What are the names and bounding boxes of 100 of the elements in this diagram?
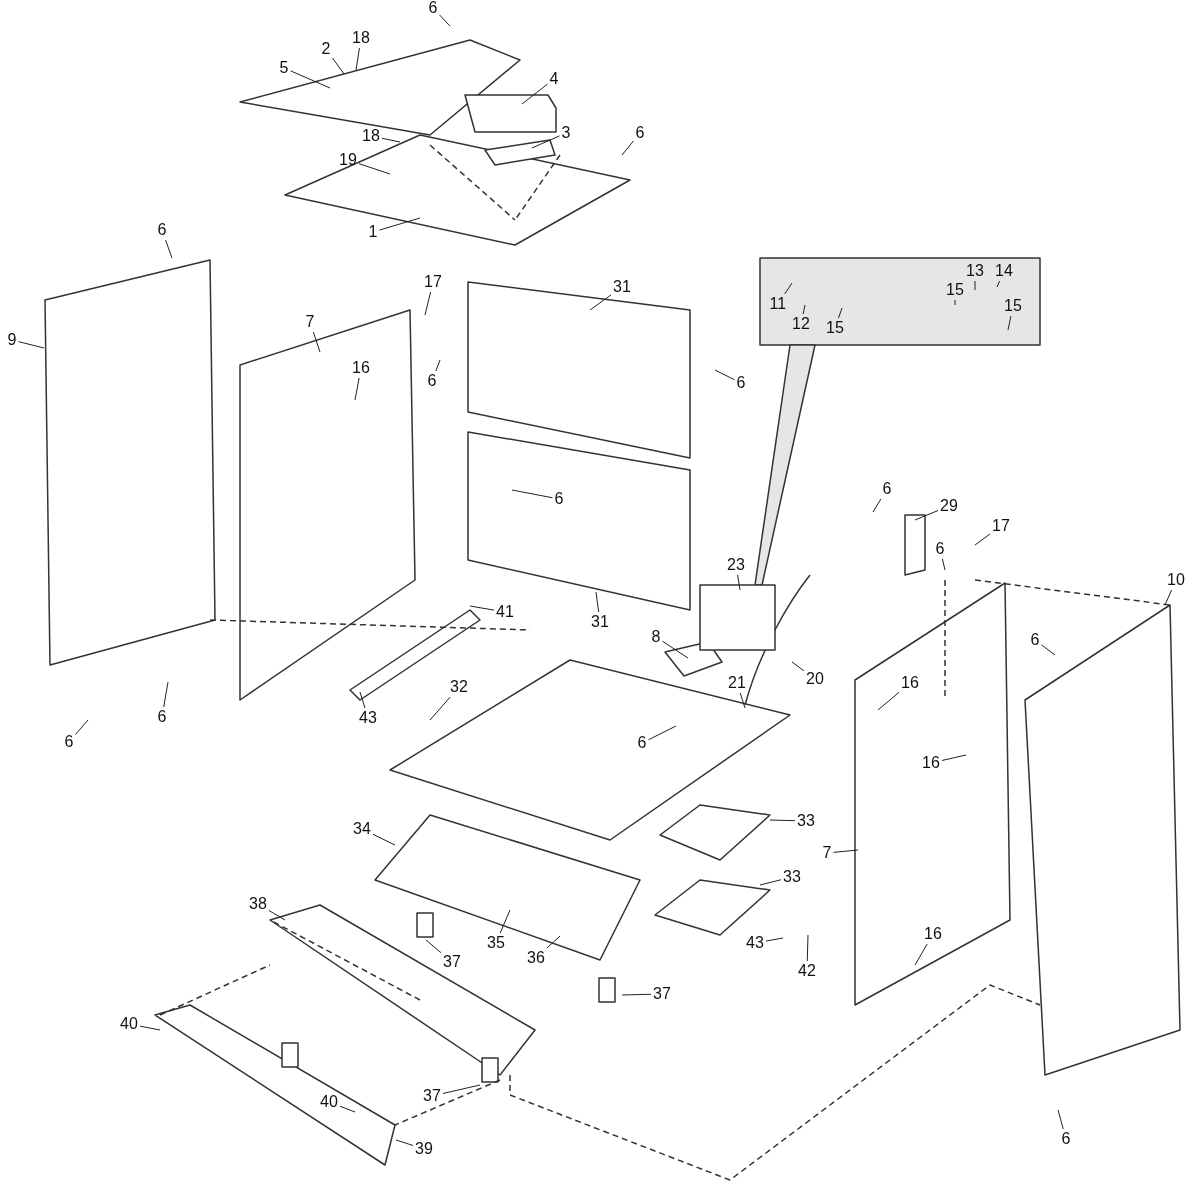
- leader-line: [521, 83, 548, 105]
- leader-line: [163, 681, 169, 708]
- leader-line: [395, 1139, 414, 1146]
- leader-line: [784, 282, 793, 295]
- callout-number: 21: [727, 674, 747, 692]
- leader-line: [1057, 1109, 1064, 1130]
- callout-number: 31: [612, 278, 632, 296]
- callout-number: 37: [422, 1087, 442, 1105]
- callout-number: 6: [1029, 631, 1041, 649]
- callout-number: 17: [991, 517, 1011, 535]
- callout-number: 6: [881, 480, 893, 498]
- callout-number: 3: [560, 124, 572, 142]
- callout-number: 5: [278, 59, 290, 77]
- leader-line: [769, 819, 796, 822]
- callout-number: 2: [320, 40, 332, 58]
- leader-line: [139, 1025, 161, 1031]
- callout-number: 29: [939, 497, 959, 515]
- leader-line: [739, 692, 746, 709]
- leader-line: [355, 47, 360, 71]
- callout-number: 19: [338, 151, 358, 169]
- callout-number: 32: [449, 678, 469, 696]
- leader-line: [75, 719, 89, 735]
- callout-number: 6: [1060, 1130, 1072, 1148]
- leader-line: [339, 1105, 356, 1113]
- callout-number: 18: [351, 29, 371, 47]
- callout-number: 7: [304, 313, 316, 331]
- callout-number: 38: [248, 895, 268, 913]
- leader-line: [621, 993, 652, 996]
- leader-line: [791, 661, 805, 672]
- leader-line: [429, 696, 451, 721]
- callout-number: 15: [945, 281, 965, 299]
- callout-number: 43: [358, 709, 378, 727]
- callout-number: 37: [652, 985, 672, 1003]
- leader-line: [332, 57, 345, 75]
- callout-number: 33: [796, 812, 816, 830]
- leader-line: [379, 217, 421, 231]
- callout-number: 13: [965, 262, 985, 280]
- callout-number: 10: [1166, 571, 1186, 589]
- callout-number: 9: [6, 331, 18, 349]
- leader-line: [372, 833, 396, 846]
- callout-number: 15: [1003, 297, 1023, 315]
- callout-number: 4: [548, 70, 560, 88]
- leader-line: [759, 879, 782, 886]
- leader-line: [648, 725, 677, 741]
- callout-number: 6: [934, 540, 946, 558]
- leader-line: [469, 605, 495, 611]
- callout-number: 6: [156, 221, 168, 239]
- leader-line: [589, 294, 612, 311]
- callout-number: 6: [63, 733, 75, 751]
- callout-number: 6: [427, 0, 439, 17]
- leader-line: [877, 691, 900, 711]
- callout-number: 34: [352, 820, 372, 838]
- leader-line: [941, 754, 967, 761]
- leader-line: [872, 498, 882, 513]
- leader-line: [358, 163, 391, 175]
- callout-number: 41: [495, 603, 515, 621]
- callout-number: 16: [921, 754, 941, 772]
- callout-number: 8: [650, 628, 662, 646]
- callout-number: 6: [156, 708, 168, 726]
- callout-number: 31: [590, 613, 610, 631]
- leader-line: [290, 70, 331, 89]
- callout-number: 16: [900, 674, 920, 692]
- leader-line: [806, 934, 809, 962]
- leader-line: [312, 331, 321, 353]
- leader-line: [737, 574, 741, 591]
- leader-line: [442, 1084, 481, 1094]
- leader-line: [359, 691, 366, 709]
- leader-line: [914, 510, 939, 521]
- leader-line: [1164, 589, 1173, 606]
- leader-line: [914, 943, 928, 966]
- leader-line: [439, 14, 451, 27]
- leader-line: [662, 640, 689, 659]
- callout-number: 18: [361, 127, 381, 145]
- leader-line: [381, 137, 401, 143]
- callout-number: 43: [745, 934, 765, 952]
- leader-line: [595, 591, 600, 613]
- callout-number: 6: [735, 374, 747, 392]
- callout-number: 39: [414, 1140, 434, 1158]
- callout-number: 42: [797, 962, 817, 980]
- callout-number: 12: [791, 315, 811, 333]
- leader-line: [941, 558, 946, 571]
- leader-line: [18, 341, 45, 349]
- callout-number: 36: [526, 949, 546, 967]
- callout-number: 15: [825, 319, 845, 337]
- leader-line: [424, 291, 432, 316]
- leader-line: [974, 533, 991, 546]
- callout-number: 6: [636, 734, 648, 752]
- callout-number: 14: [994, 262, 1014, 280]
- callout-number: 1: [367, 223, 379, 241]
- callout-number: 16: [923, 925, 943, 943]
- callout-number: 20: [805, 670, 825, 688]
- leader-line: [425, 939, 442, 954]
- leader-line: [714, 369, 735, 381]
- callout-number: 16: [351, 359, 371, 377]
- callout-number: 6: [634, 124, 646, 142]
- callout-number: 37: [442, 953, 462, 971]
- leader-line: [974, 280, 976, 291]
- leader-line: [833, 849, 859, 853]
- callout-number: 23: [726, 556, 746, 574]
- leader-line: [354, 377, 360, 401]
